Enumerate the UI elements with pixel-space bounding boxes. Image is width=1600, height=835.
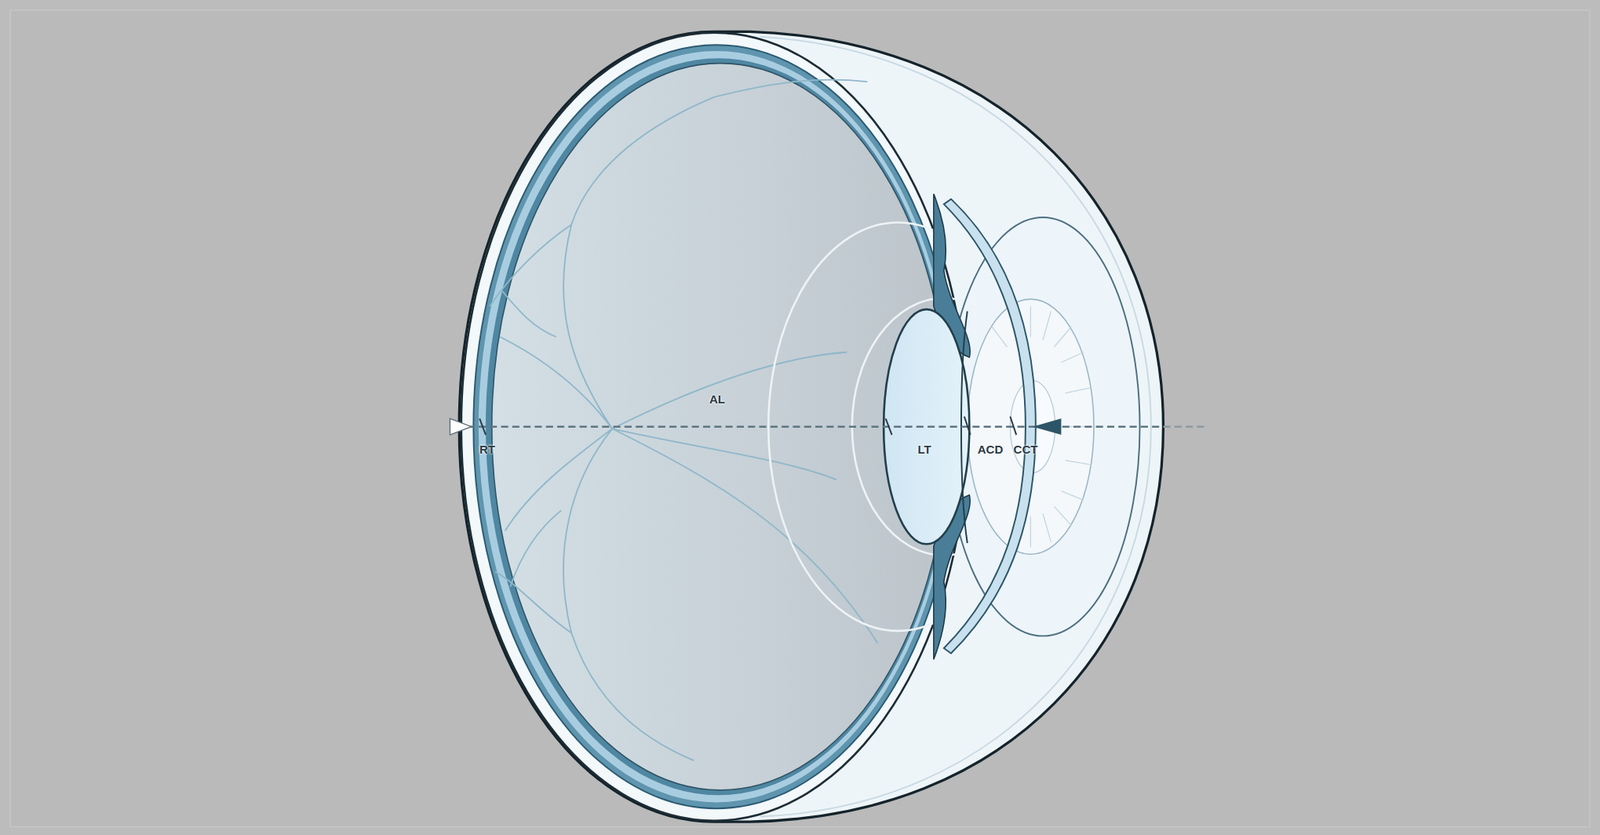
anterior-chamber-label: ACD [977,442,1004,456]
lens-thickness-label: LT [917,442,931,456]
frame [10,10,1590,828]
corneal-thickness-label: CCT [1013,442,1039,456]
axial-length-label: AL [709,392,726,406]
retina-thickness-label: RT [479,442,496,456]
arrowhead [449,418,471,435]
retinal-vessels [489,80,878,761]
arrowhead [1032,418,1061,435]
tick-marks [479,416,1017,435]
axial-line [1162,425,1207,428]
